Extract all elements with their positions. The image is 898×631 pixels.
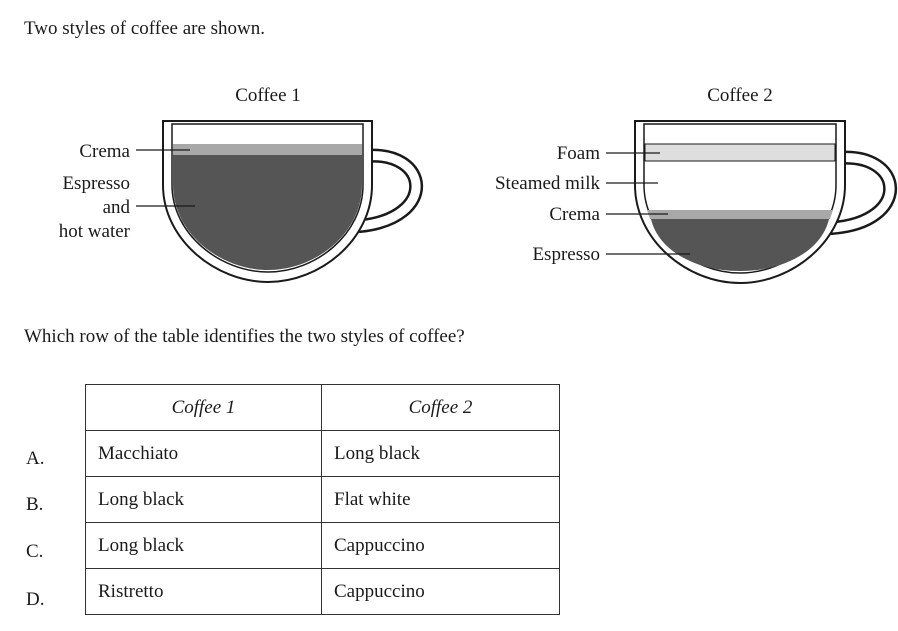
row-c-coffee2: Cappuccino <box>321 522 560 569</box>
row-c-coffee1: Long black <box>85 522 322 569</box>
header-coffee2: Coffee 2 <box>321 384 560 431</box>
coffee2-foam-layer <box>644 143 836 162</box>
header-coffee1: Coffee 1 <box>85 384 322 431</box>
table-row-d[interactable]: Ristretto Cappuccino <box>85 568 560 615</box>
table-row-c[interactable]: Long black Cappuccino <box>85 522 560 569</box>
coffee2-espresso-layer <box>651 219 829 271</box>
question-text: Which row of the table identifies the tw… <box>24 326 465 347</box>
coffee2-label-crema: Crema <box>549 204 600 225</box>
coffee1-title: Coffee 1 <box>235 85 301 106</box>
table-row-a[interactable]: Macchiato Long black <box>85 430 560 477</box>
table-header-row: Coffee 1 Coffee 2 <box>85 384 560 431</box>
option-letter-d[interactable]: D. <box>26 589 45 610</box>
coffee2-cup: Coffee 2 Foam Steamed milk Crema Espress… <box>495 85 897 285</box>
option-letter-b[interactable]: B. <box>26 494 44 515</box>
answer-table: Coffee 1 Coffee 2 Macchiato Long black L… <box>85 384 560 615</box>
coffee1-label-espresso-1: Espresso <box>62 173 130 194</box>
coffee1-label-crema: Crema <box>79 141 130 162</box>
coffee1-espresso-layer <box>173 155 362 270</box>
coffee2-title: Coffee 2 <box>707 85 773 106</box>
option-letter-a[interactable]: A. <box>26 448 45 469</box>
row-b-coffee2: Flat white <box>321 476 560 523</box>
option-letter-c[interactable]: C. <box>26 541 44 562</box>
table-row-b[interactable]: Long black Flat white <box>85 476 560 523</box>
intro-text: Two styles of coffee are shown. <box>24 18 266 39</box>
row-d-coffee2: Cappuccino <box>321 568 560 615</box>
row-a-coffee2: Long black <box>321 430 560 477</box>
coffee2-label-espresso: Espresso <box>532 244 600 265</box>
row-a-coffee1: Macchiato <box>85 430 322 477</box>
row-d-coffee1: Ristretto <box>85 568 322 615</box>
coffee2-label-steamed-milk: Steamed milk <box>495 173 601 194</box>
coffee1-label-espresso-2: and <box>103 197 131 218</box>
coffee2-label-foam: Foam <box>557 143 601 164</box>
coffee-diagram: Coffee 1 Crema Espresso and hot water Co… <box>59 85 897 285</box>
coffee1-label-espresso-3: hot water <box>59 221 131 242</box>
coffee1-crema-layer <box>173 144 362 155</box>
coffee2-crema-layer <box>647 210 833 219</box>
coffee1-cup: Coffee 1 Crema Espresso and hot water <box>59 85 423 284</box>
row-b-coffee1: Long black <box>85 476 322 523</box>
